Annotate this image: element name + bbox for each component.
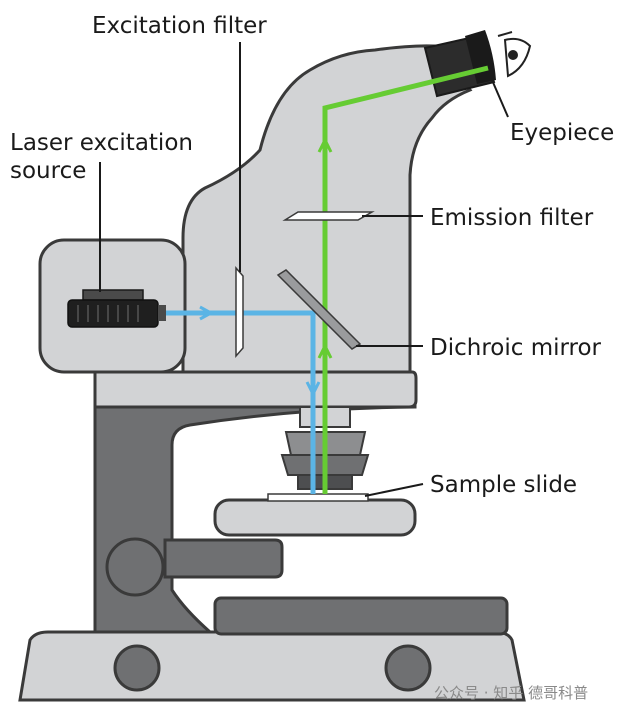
microscope-head xyxy=(38,44,473,409)
microscope-base xyxy=(18,596,526,702)
eye-icon xyxy=(497,31,532,78)
base-foot-right xyxy=(384,644,432,692)
dichroic-mirror xyxy=(276,269,362,350)
laser-source xyxy=(67,289,166,328)
leader-lines xyxy=(99,42,509,497)
label-sample-slide: Sample slide xyxy=(430,472,577,498)
emission-light-path xyxy=(317,65,489,494)
eyepiece-tube xyxy=(423,30,496,98)
sample-slide xyxy=(267,493,369,502)
label-laser-source-line1: Laser excitation xyxy=(10,130,193,156)
base-foot-left xyxy=(113,644,161,692)
focus-knob xyxy=(105,537,165,597)
label-dichroic-mirror: Dichroic mirror xyxy=(430,335,602,361)
label-excitation-filter: Excitation filter xyxy=(92,13,267,39)
microscope-stage xyxy=(213,493,417,537)
label-emission-filter: Emission filter xyxy=(430,205,594,231)
label-eyepiece: Eyepiece xyxy=(510,120,614,146)
label-laser-source-line2: source xyxy=(10,158,86,184)
excitation-filter xyxy=(235,266,244,358)
emission-filter xyxy=(282,211,375,221)
watermark: 公众号 · 知乎 德哥科普 xyxy=(434,684,588,702)
